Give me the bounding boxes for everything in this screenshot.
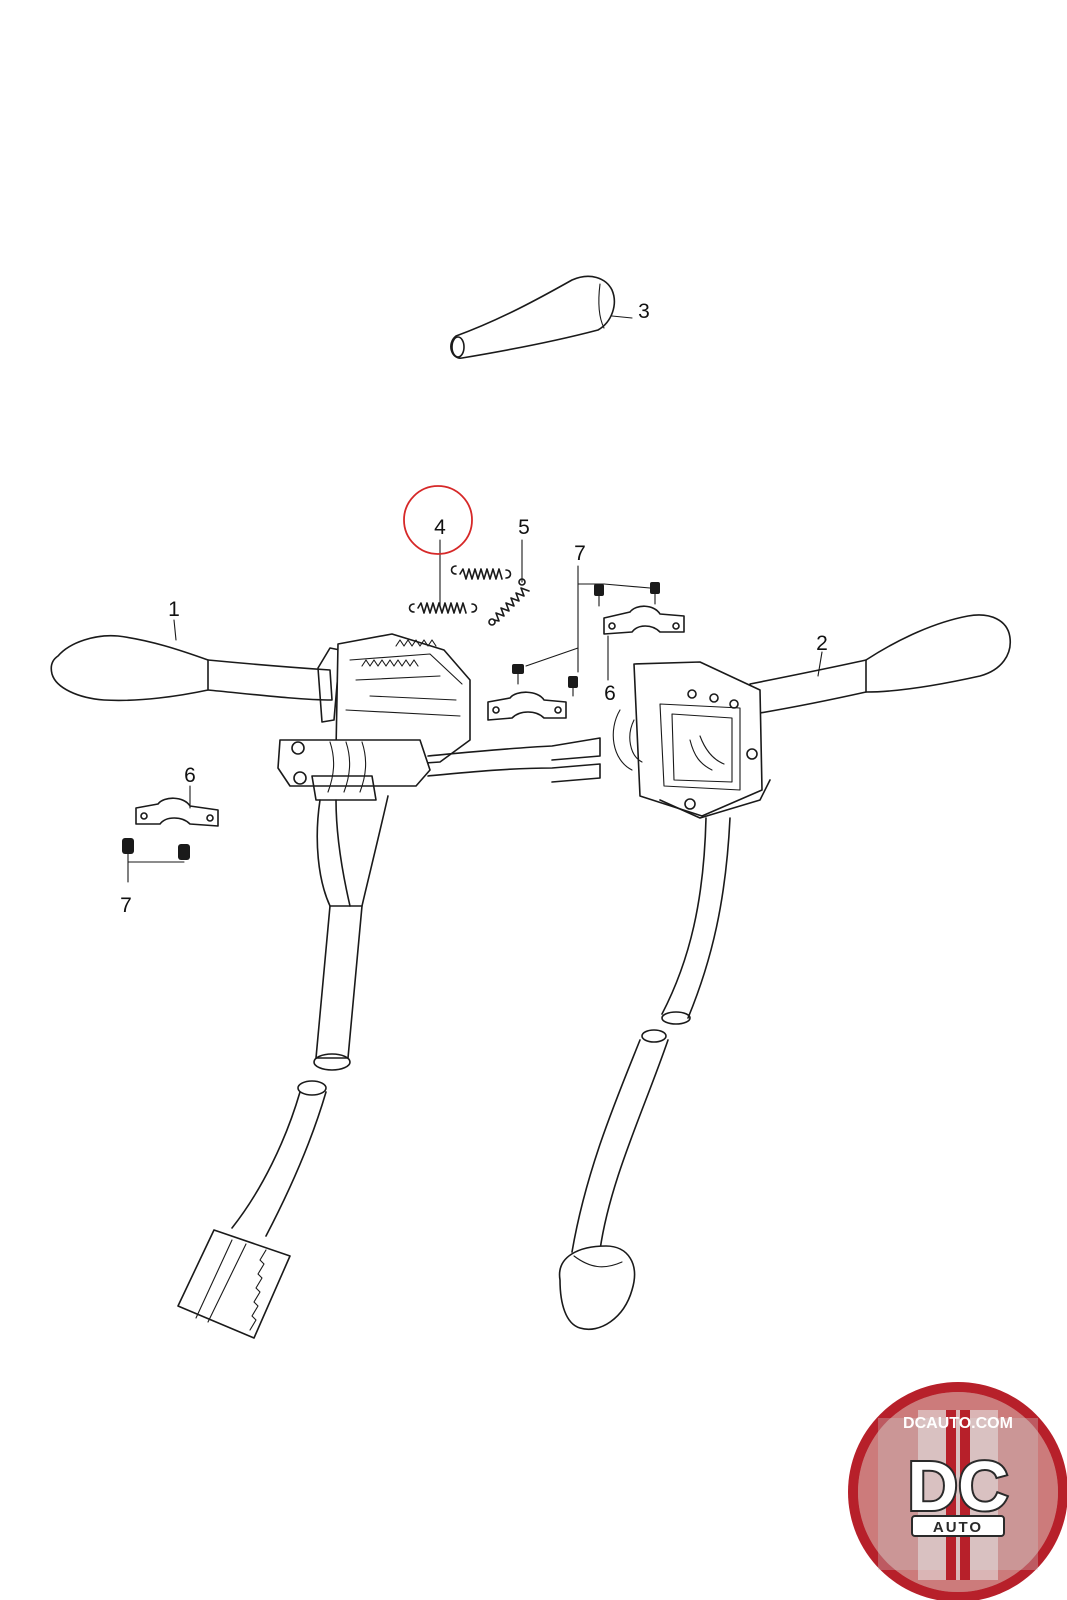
- part-4-spring: [408, 565, 512, 614]
- callout-leaders: [173, 539, 823, 809]
- callout-label-3: 3: [638, 300, 650, 323]
- part-7-screws-left: [122, 838, 190, 883]
- part-7-screws-top: [512, 565, 660, 697]
- callout-label-2: 2: [816, 632, 828, 655]
- callout-label-5: 5: [518, 516, 530, 539]
- logo-top-text: DCAUTO.COM: [903, 1415, 1013, 1432]
- part-5-spring: [488, 578, 530, 626]
- callout-label-1: 1: [168, 598, 180, 621]
- part-1-left-switch: [50, 633, 601, 1339]
- callout-label-7-left: 7: [120, 894, 132, 917]
- callout-label-4: 4: [434, 516, 446, 539]
- part-6-clamp-middle: [487, 691, 567, 721]
- dcauto-logo: DCAUTO.COM DC AUTO: [848, 1382, 1067, 1600]
- part-6-clamp-left: [135, 797, 219, 827]
- part-6-clamp-top: [603, 605, 685, 635]
- part-2-right-switch: [558, 614, 1011, 1330]
- logo-bottom-text: AUTO: [933, 1519, 983, 1536]
- callout-label-7-top: 7: [574, 542, 586, 565]
- logo-main-text: DC: [907, 1447, 1008, 1525]
- callout-label-6-left: 6: [184, 764, 196, 787]
- highlight-circle: [403, 485, 473, 555]
- callout-label-6-top: 6: [604, 682, 616, 705]
- part-3-lever-cap: [450, 275, 633, 359]
